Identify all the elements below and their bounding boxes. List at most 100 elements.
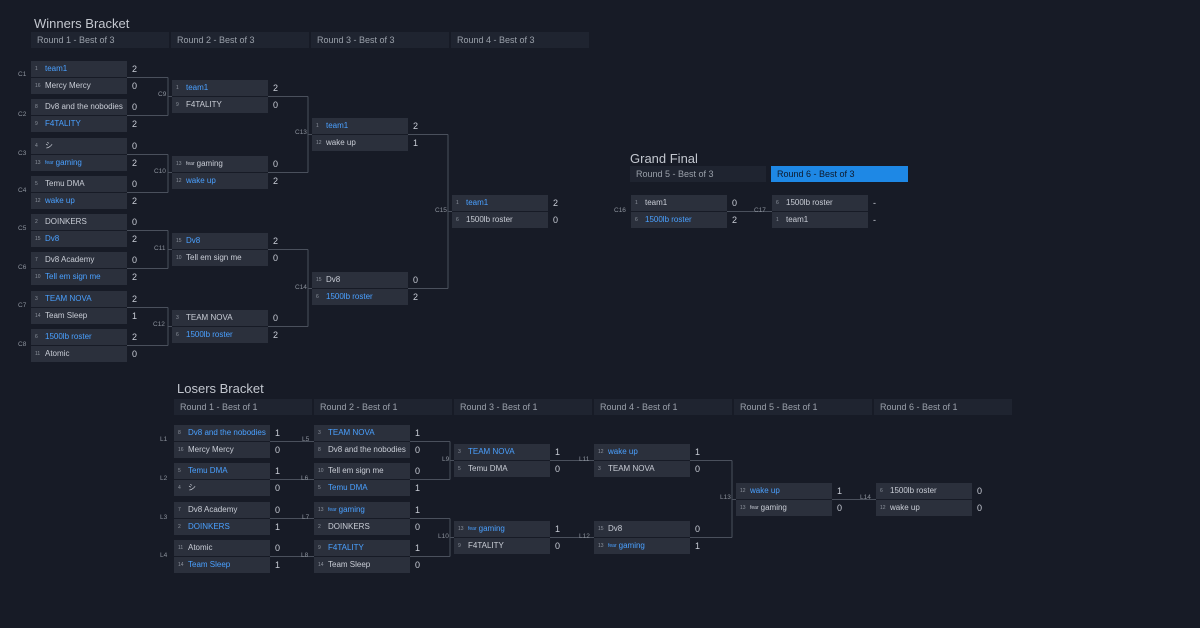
- team-name[interactable]: 1500lb roster: [890, 486, 937, 495]
- team-name[interactable]: Tell em sign me: [186, 253, 242, 262]
- team-name[interactable]: Temu DMA: [328, 483, 368, 492]
- team-name[interactable]: 1500lb roster: [786, 198, 833, 207]
- winners-round-4-header[interactable]: Round 4 - Best of 3: [451, 32, 589, 48]
- team-name[interactable]: Temu DMA: [45, 179, 85, 188]
- team-name[interactable]: Dv8: [186, 236, 201, 245]
- team-name[interactable]: Dv8 Academy: [45, 255, 95, 264]
- team-name[interactable]: Dv8: [326, 275, 341, 284]
- team-name[interactable]: Mercy Mercy: [188, 445, 234, 454]
- team-name[interactable]: 1500lb roster: [326, 292, 373, 301]
- team-name[interactable]: Dv8 and the nobodies: [328, 445, 406, 454]
- team-name[interactable]: Atomic: [188, 543, 213, 552]
- team-name[interactable]: team1: [786, 215, 809, 224]
- team-name[interactable]: シ: [45, 141, 53, 150]
- team-name[interactable]: wake up: [186, 176, 216, 185]
- team-name[interactable]: Temu DMA: [468, 464, 508, 473]
- team-name[interactable]: F4TALITY: [468, 541, 504, 550]
- team-name[interactable]: Atomic: [45, 349, 70, 358]
- losers-round-3-header[interactable]: Round 3 - Best of 1: [454, 399, 592, 415]
- grand-final-round-6-header[interactable]: Round 6 - Best of 3: [771, 166, 908, 182]
- team-name[interactable]: gaming: [338, 505, 365, 514]
- team-name[interactable]: 1500lb roster: [45, 332, 92, 341]
- team-name[interactable]: Dv8 and the nobodies: [188, 428, 266, 437]
- team-name[interactable]: Dv8: [608, 524, 623, 533]
- team-name[interactable]: Team Sleep: [328, 560, 371, 569]
- team-name[interactable]: team1: [186, 83, 209, 92]
- losers-round-1-header[interactable]: Round 1 - Best of 1: [174, 399, 312, 415]
- team-name[interactable]: gaming: [196, 159, 223, 168]
- team-name[interactable]: F4TALITY: [328, 543, 364, 552]
- team-name[interactable]: TEAM NOVA: [45, 294, 92, 303]
- team-name[interactable]: Dv8 Academy: [188, 505, 238, 514]
- team-name[interactable]: team1: [466, 198, 489, 207]
- team-name[interactable]: wake up: [45, 196, 75, 205]
- team-name[interactable]: 1500lb roster: [186, 330, 233, 339]
- team-name[interactable]: DOINKERS: [188, 522, 230, 531]
- winners-round-1-header[interactable]: Round 1 - Best of 3: [31, 32, 169, 48]
- team-name[interactable]: Team Sleep: [188, 560, 231, 569]
- team-name[interactable]: Mercy Mercy: [45, 81, 91, 90]
